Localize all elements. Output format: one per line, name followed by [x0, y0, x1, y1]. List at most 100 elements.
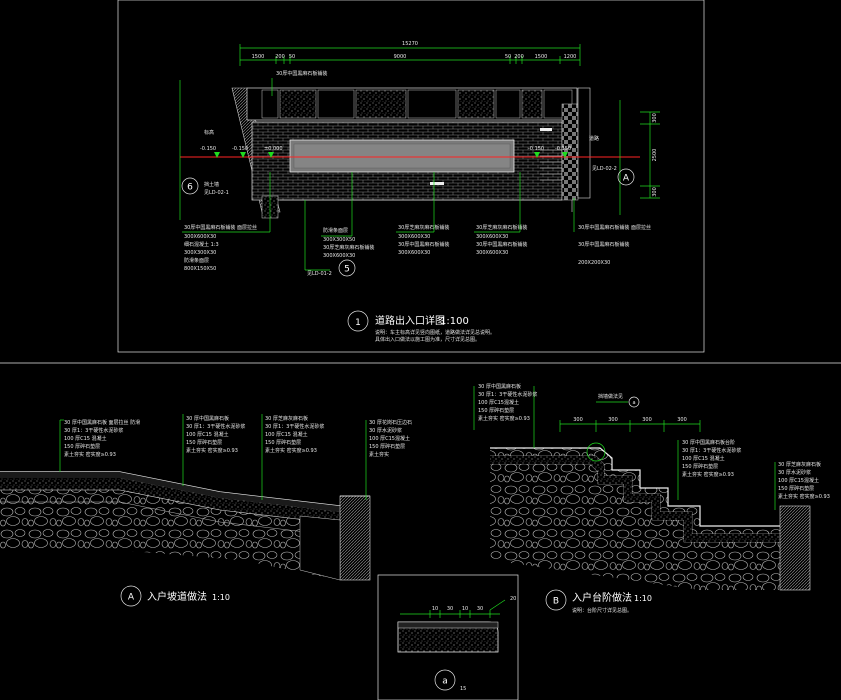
- callout-c1: 30厚芝麻灰麻石板铺装: [398, 224, 449, 231]
- b-dim-1: 300: [573, 417, 583, 423]
- callout-a6: 800X150X50: [184, 266, 216, 272]
- callout-e2: 30厚中国黑麻石板铺装: [578, 241, 629, 248]
- callout-a4: 300X300X30: [184, 250, 216, 256]
- a-l1-2: 30 厚1：3干硬性水泥砂浆: [64, 427, 123, 434]
- plan-labels: 30厚中国黑麻石板铺装 标高 -0.150 -0.150 -0.150 -0.1…: [182, 70, 651, 277]
- b-right-2: 30 厚1：3干硬性水泥砂浆: [682, 447, 741, 454]
- marker-a: A: [623, 174, 630, 184]
- b-far-4: 150 厚碎石垫层: [778, 485, 814, 492]
- dim-3: 50: [289, 54, 295, 60]
- dim-total: 15270: [402, 41, 418, 47]
- b-callout-small: a: [632, 400, 635, 406]
- b-dim-4: 300: [677, 417, 687, 423]
- b-label-top: 挡墙做法见: [598, 393, 623, 400]
- plan-note-1: 说明：车主标高详见竖向图纸，道路做法详见总说明。: [375, 329, 495, 336]
- dim-2: 200: [275, 54, 285, 60]
- label-wall-right-ref: 见LD-02-2: [592, 166, 617, 172]
- b-dim-3: 300: [642, 417, 652, 423]
- b-left-4: 150 厚碎石垫层: [478, 407, 514, 414]
- label-road: 道路: [589, 135, 599, 142]
- dim-right-3: 300: [652, 187, 658, 197]
- dim-4: 9000: [394, 54, 407, 60]
- level-1: -0.150: [200, 146, 216, 152]
- callout-b2: 300X300X50: [323, 237, 355, 243]
- a-l2-4: 150 厚碎石垫层: [186, 439, 222, 446]
- plan-frame: [117, 0, 705, 353]
- section-a: [0, 471, 371, 581]
- callout-b1: 防滑条面层: [323, 227, 348, 234]
- a-l2-3: 100 厚C15 混凝土: [186, 431, 229, 438]
- section-b-scale: 1:10: [634, 594, 652, 603]
- dim-7: 1500: [535, 54, 548, 60]
- marker-5: 5: [344, 265, 350, 275]
- b-left-1: 30 厚中国黑麻石板: [478, 383, 521, 390]
- detail-a-callout: a: [442, 677, 448, 687]
- dim-right-1: 300: [652, 113, 658, 123]
- level-4: -0.150: [555, 146, 571, 152]
- dim-6: 200: [514, 54, 524, 60]
- a-l1-5: 素土夯实 密实度≥0.93: [64, 451, 116, 458]
- d-dim-3: 10: [462, 606, 468, 612]
- b-far-5: 素土夯实 密实度≥0.93: [778, 493, 830, 500]
- b-right-3: 100 厚C15 混凝土: [682, 455, 725, 462]
- a-l4-2: 30 厚水泥砂浆: [369, 427, 402, 434]
- dim-1: 1500: [252, 54, 265, 60]
- a-l4-3: 100 厚C15混凝土: [369, 435, 410, 442]
- b-far-1: 30 厚芝麻灰麻石板: [778, 461, 821, 468]
- a-l3-3: 100 厚C15 混凝土: [265, 431, 308, 438]
- callout-d1: 30厚芝麻灰麻石板铺装: [476, 224, 527, 231]
- section-a-title-text: 入户坡道做法: [147, 590, 207, 603]
- section-a-leaders: 30 厚中国黑麻石板 面层拉丝 防滑 30 厚1：3干硬性水泥砂浆 100 厚C…: [59, 414, 412, 500]
- callout-a2: 300X600X30: [184, 234, 216, 240]
- d-dim-4: 30: [477, 606, 483, 612]
- callout-d2: 300X600X30: [476, 234, 508, 240]
- level-5: ±0.000: [264, 146, 283, 152]
- label-top-paving: 30厚中国黑麻石板铺装: [276, 70, 327, 77]
- callout-a5: 防滑条面层: [184, 257, 209, 264]
- plan-callout: 1: [355, 318, 361, 328]
- dim-right-2: 2500: [652, 149, 658, 162]
- dim-5: 50: [505, 54, 511, 60]
- label-wall-left-ref: 见LD-02-1: [204, 190, 229, 196]
- callout-b4: 300X600X30: [323, 253, 355, 259]
- section-b-dims: 300 300 300 300 挡墙做法见 a: [559, 393, 701, 432]
- d-dim-2: 30: [447, 606, 453, 612]
- a-l1-3: 100 厚C15 混凝土: [64, 435, 107, 442]
- callout-d4: 300X600X30: [476, 250, 508, 256]
- section-b-title-text: 入户台阶做法: [572, 591, 632, 604]
- b-right-5: 素土夯实 密实度≥0.93: [682, 471, 734, 478]
- a-l1-4: 150 厚碎石垫层: [64, 443, 100, 450]
- d-dim-5: 20: [510, 596, 516, 602]
- dim-8: 1200: [564, 54, 577, 60]
- a-l1-1: 30 厚中国黑麻石板 面层拉丝 防滑: [64, 419, 140, 426]
- section-b: [490, 442, 811, 591]
- section-b-callout: B: [553, 597, 559, 607]
- b-right-4: 150 厚碎石垫层: [682, 463, 718, 470]
- a-l3-5: 素土夯实 密实度≥0.93: [265, 447, 317, 454]
- label-wall-left: 挡土墙: [204, 181, 219, 188]
- plan-scale: 1:100: [440, 316, 469, 327]
- b-left-2: 30 厚1：3干硬性水泥砂浆: [478, 391, 537, 398]
- b-right-1: 30 厚中国黑麻石板台阶: [682, 439, 735, 446]
- level-2: -0.150: [232, 146, 248, 152]
- callout-a3: 细石混凝土 1:3: [184, 241, 219, 248]
- label-level: 标高: [204, 129, 214, 136]
- plan-body: [231, 87, 591, 219]
- callout-e3: 200X200X30: [578, 260, 610, 266]
- d-dim-1: 10: [432, 606, 438, 612]
- b-far-3: 100 厚C15混凝土: [778, 477, 819, 484]
- level-3: -0.150: [528, 146, 544, 152]
- a-l3-2: 30 厚1：3干硬性水泥砂浆: [265, 423, 324, 430]
- a-l3-4: 150 厚碎石垫层: [265, 439, 301, 446]
- plan-markers: 6 5 A: [181, 168, 635, 277]
- section-a-title: A 入户坡道做法 1:10: [120, 585, 230, 607]
- a-l4-5: 素土夯实: [369, 451, 389, 458]
- plan-axis: 300 2500 300: [179, 80, 660, 220]
- a-l4-1: 30 厚花岗石压边石: [369, 419, 412, 426]
- callout-d3: 30厚中国黑麻石板铺装: [476, 241, 527, 248]
- section-a-scale: 1:10: [212, 593, 230, 602]
- a-l2-2: 30 厚1：3干硬性水泥砂浆: [186, 423, 245, 430]
- a-l2-5: 素土夯实 密实度≥0.93: [186, 447, 238, 454]
- callout-wall-ref: 见LD-01-2: [307, 271, 332, 277]
